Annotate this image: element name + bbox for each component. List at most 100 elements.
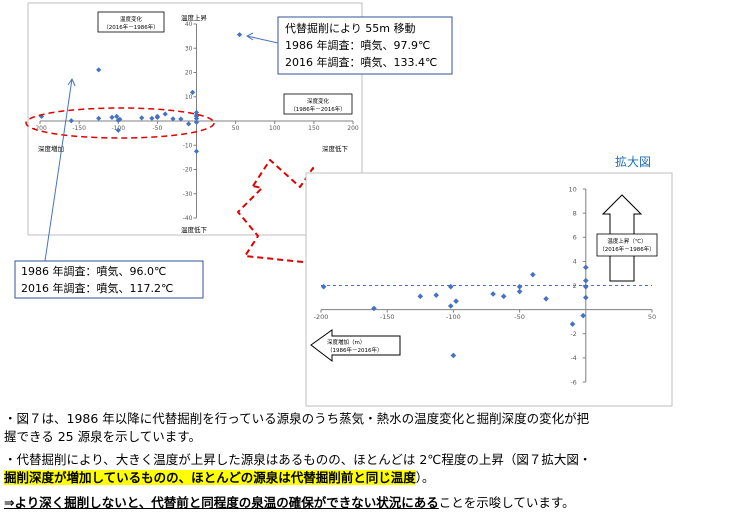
zoom-points	[320, 264, 589, 359]
main-x-tick-label: -150	[72, 125, 86, 132]
main-y-tick-label: -10	[183, 142, 193, 149]
para1-line2: 握できる 25 源泉を示しています。	[4, 429, 201, 444]
main-legend-temp-box	[97, 11, 165, 33]
zoom-data-point	[583, 294, 589, 301]
main-y-tick-label: 30	[185, 45, 193, 52]
zoom-y-tick-label: -4	[570, 354, 576, 362]
zoom-data-point	[580, 312, 586, 319]
callout-top-arrowhead	[246, 32, 254, 41]
main-x-tick-label: 100	[269, 125, 281, 132]
zoom-y-tick-label: 6	[573, 234, 577, 242]
callout-bottom-box	[14, 260, 204, 299]
callout-bottom-line1: 1986 年調査：噴気、96.0℃	[21, 264, 166, 278]
main-data-point	[115, 117, 121, 123]
main-xlabel-right: 深度低下	[322, 144, 349, 153]
zoom-data-point	[371, 305, 377, 312]
main-y-tick-label: -20	[183, 167, 193, 174]
main-data-point	[149, 115, 155, 121]
main-data-point	[96, 67, 102, 73]
callout-bottom-arrow	[44, 78, 73, 262]
main-x-tick-label: 50	[232, 125, 240, 132]
zoom-x-tick-label: -100	[446, 313, 461, 321]
main-xlabel-left: 深度増加	[38, 144, 64, 153]
callout-top-arrow	[246, 35, 279, 44]
zoom-data-point	[583, 283, 589, 290]
zoom-data-point	[543, 295, 549, 302]
main-points	[38, 32, 243, 154]
para2-highlight: 掘削深度が増加しているものの、ほとんどの源泉は代替掘削前と同じ温度	[4, 470, 416, 485]
callout-top-line2: 1986 年調査：噴気、97.9℃	[285, 38, 430, 52]
main-data-point	[68, 118, 74, 124]
para2-end: ）。	[415, 470, 435, 485]
main-legend-depth-box	[283, 93, 353, 115]
zoom-y-tick-label: 8	[573, 209, 577, 217]
zoom-arrow	[237, 159, 323, 265]
main-data-point	[193, 148, 200, 154]
zoom-data-point	[450, 352, 457, 359]
highlight-ellipse	[25, 107, 215, 139]
zoom-data-point	[516, 288, 523, 295]
zoom-x-tick-label: -200	[314, 313, 329, 321]
callout-top-line1: 代替掘削により 55m 移動	[285, 21, 416, 35]
main-y-tick-label: -30	[183, 191, 193, 198]
para3-end: ことを示唆しています。	[438, 495, 575, 510]
zoom-y-tick-label: 10	[569, 185, 577, 193]
zoom-data-point	[516, 283, 523, 290]
zoom-title: 拡大図	[615, 155, 651, 169]
main-legend-temp-l1: 温度変化	[120, 15, 143, 23]
zoom-y-tick-label: -6	[570, 378, 576, 386]
main-legend-depth-l1: 深度変化	[307, 97, 330, 105]
main-x-tick-label: -50	[152, 125, 162, 132]
main-legend-temp-l2: （2016年－1986年）	[103, 23, 159, 31]
main-ylabel-bottom: 温度低下	[181, 225, 208, 234]
zoom-data-point	[583, 277, 589, 284]
left-arrow-label-l1: 深度増加（m）	[327, 338, 365, 346]
zoom-x-tick-label: 50	[648, 313, 656, 321]
main-data-point	[114, 113, 120, 119]
zoom-data-point	[433, 292, 439, 298]
para2-line1: ・代替掘削により、大きく温度が上昇した源泉はあるものの、ほとんどは 2℃程度の上…	[4, 452, 592, 467]
zoom-data-point	[417, 293, 424, 300]
para2-line2: 掘削深度が増加しているものの、ほとんどの源泉は代替掘削前と同じ温度）。	[4, 469, 435, 486]
callout-bottom-line2: 2016 年調査：噴気、117.2℃	[21, 281, 173, 295]
zoom-data-point	[490, 291, 496, 297]
zoom-x-tick-label: -50	[514, 313, 525, 321]
main-data-point	[139, 115, 145, 121]
main-legend-depth-l2: （1986年－2016年）	[290, 105, 346, 113]
zoom-data-point	[447, 283, 454, 290]
main-ylabel-top: 温度上昇	[181, 13, 208, 22]
main-data-point	[38, 113, 45, 119]
main-y-tick-label: 20	[185, 70, 193, 77]
zoom-y-tick-label: -2	[570, 330, 576, 338]
zoom-data-point	[500, 293, 507, 300]
main-data-point	[193, 112, 200, 118]
main-y-tick-label: 10	[185, 94, 193, 101]
main-data-point	[178, 116, 184, 122]
para1-line1: ・図７は、1986 年以降に代替掘削を行っている源泉のうち蒸気・熱水の温度変化と…	[4, 411, 590, 426]
up-arrow-label-l2: （2016年－1986年）	[599, 245, 655, 253]
main-data-point	[236, 32, 243, 38]
zoom-x-tick-label: -150	[380, 313, 395, 321]
main-x-tick-label: 150	[308, 125, 320, 132]
zoom-y-tick-label: 4	[573, 258, 577, 266]
main-data-point	[162, 111, 168, 117]
main-y-tick-label: -40	[183, 215, 193, 222]
up-arrow-label-box	[596, 233, 658, 257]
main-data-point	[193, 119, 200, 125]
zoom-data-point	[453, 298, 459, 304]
up-arrow-label-l1: 温度上昇（℃）	[607, 237, 646, 245]
main-x-tick-label: 200	[347, 125, 359, 132]
left-arrow-shape	[310, 329, 401, 363]
main-data-point	[189, 89, 196, 95]
zoom-data-point	[530, 271, 536, 278]
main-data-point	[115, 127, 121, 133]
main-data-point	[109, 114, 115, 120]
zoom-data-point	[583, 264, 589, 271]
main-data-point	[96, 115, 102, 121]
main-data-point	[170, 116, 176, 122]
callout-top-box	[277, 16, 453, 75]
para3-bold: ⇒より深く掘削しないと、代替前と同程度の泉温の確保ができない状況にある	[4, 495, 439, 510]
left-arrow-label-l2: （1986年－2016年）	[327, 346, 383, 354]
main-x-tick-label: -200	[33, 125, 47, 132]
